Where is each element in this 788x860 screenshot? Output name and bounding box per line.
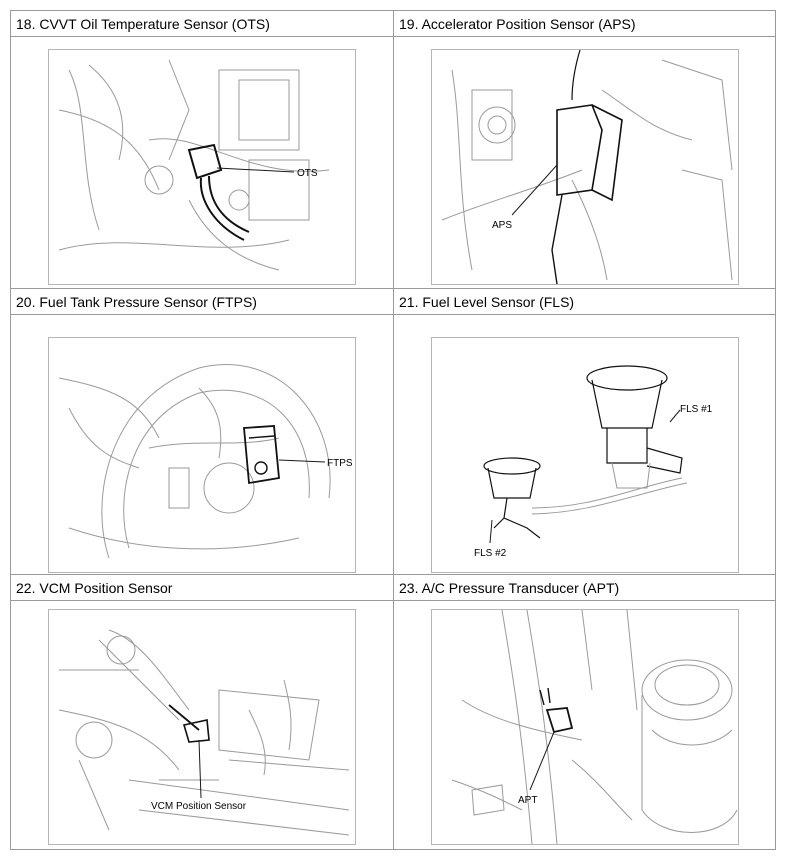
apt-diagram: APT <box>431 609 739 845</box>
pedal-sensor-diagram-icon: APS <box>441 50 733 284</box>
vcm-diagram: VCM Position Sensor <box>48 609 356 845</box>
sensor-location-table: 18. CVVT Oil Temperature Sensor (OTS) 19… <box>10 10 776 850</box>
cell-22-title: 22. VCM Position Sensor <box>11 575 394 601</box>
cell-22-figure: VCM Position Sensor <box>11 601 394 849</box>
cell-19-title: 19. Accelerator Position Sensor (APS) <box>394 11 776 37</box>
cell-23-title: 23. A/C Pressure Transducer (APT) <box>394 575 776 601</box>
cell-20-figure: FTPS <box>11 315 394 575</box>
fls-diagram: FLS #1 FLS #2 <box>431 337 739 573</box>
fuel-tank-diagram-icon: FTPS <box>58 364 353 559</box>
cell-18-figure: OTS <box>11 37 394 289</box>
fls2-callout: FLS #2 <box>474 548 507 559</box>
ftps-callout: FTPS <box>327 458 353 469</box>
aps-callout: APS <box>492 220 512 231</box>
ots-diagram: OTS <box>48 49 356 285</box>
fls1-callout: FLS #1 <box>680 404 713 415</box>
vcm-callout: VCM Position Sensor <box>151 801 247 812</box>
cell-19-figure: APS <box>394 37 776 289</box>
valve-cover-diagram-icon: VCM Position Sensor <box>58 629 350 836</box>
cell-21-title: 21. Fuel Level Sensor (FLS) <box>394 289 776 315</box>
ots-callout: OTS <box>297 168 318 179</box>
ac-line-diagram-icon: APT <box>451 610 738 844</box>
cell-20-title: 20. Fuel Tank Pressure Sensor (FTPS) <box>11 289 394 315</box>
ftps-diagram: FTPS <box>48 337 356 573</box>
aps-diagram: APS <box>431 49 739 285</box>
fuel-pump-diagram-icon: FLS #1 FLS #2 <box>474 365 713 559</box>
apt-callout: APT <box>518 795 537 806</box>
engine-sensor-diagram-icon: OTS <box>58 59 330 271</box>
cell-21-figure: FLS #1 FLS #2 <box>394 315 776 575</box>
cell-23-figure: APT <box>394 601 776 849</box>
cell-18-title: 18. CVVT Oil Temperature Sensor (OTS) <box>11 11 394 37</box>
